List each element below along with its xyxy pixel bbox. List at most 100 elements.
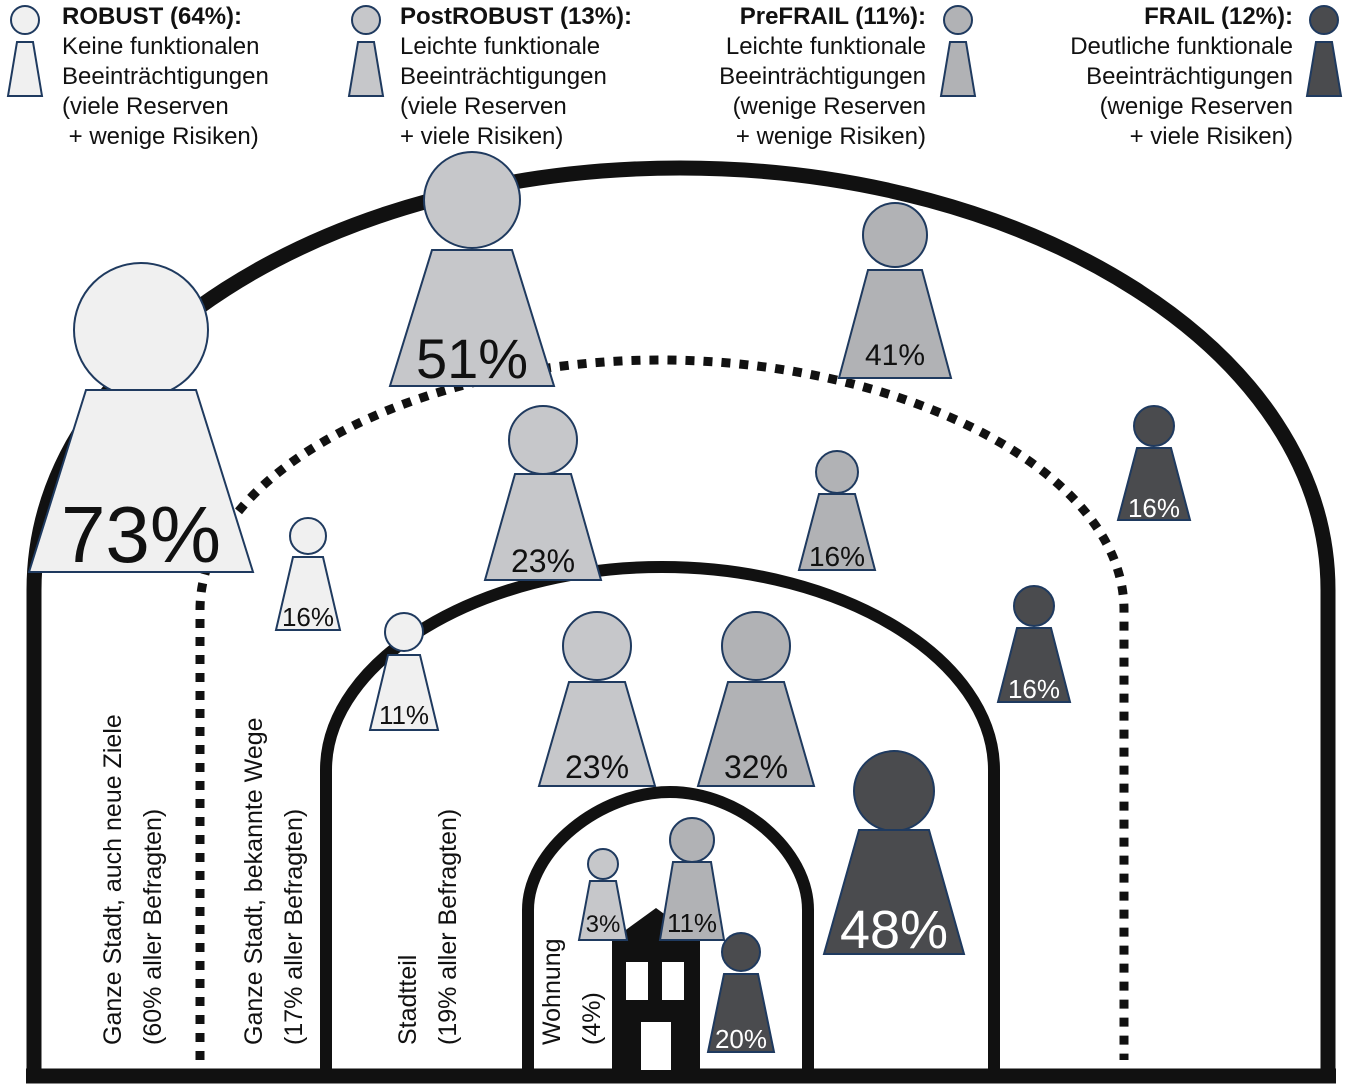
person-body	[1116, 447, 1192, 521]
percentage-label: 3%	[586, 911, 621, 938]
percentage-label: 32%	[724, 749, 788, 785]
person-figure-postrobust: 3%	[577, 848, 629, 941]
legend-frail-line: Deutliche funktionale	[1070, 33, 1293, 60]
person-figure-frail: 48%	[822, 750, 966, 960]
person-head	[508, 405, 578, 475]
legend-prefrail-line: Leichte funktionale	[725, 33, 926, 60]
legend-frail-line: + viele Risiken)	[1129, 123, 1293, 150]
person-body	[837, 269, 953, 379]
percentage-label: 48%	[840, 900, 948, 960]
legend-prefrail: PreFRAIL (11%): Leichte funktionale Beei…	[719, 2, 926, 152]
legend-frail-person-icon	[1305, 5, 1343, 97]
person-figure-robust: 73%	[27, 262, 255, 579]
person-body	[274, 556, 342, 631]
person-head	[1013, 585, 1055, 627]
legend-prefrail-person-icon	[939, 5, 977, 97]
legend-prefrail-line: Beeinträchtigungen	[719, 63, 926, 90]
legend-postrobust-title: PostROBUST (13%):	[400, 3, 633, 30]
house-icon	[612, 908, 700, 1070]
percentage-label: 16%	[809, 541, 865, 572]
person-figure-frail: 20%	[706, 932, 776, 1054]
percentage-label: 16%	[1128, 493, 1180, 523]
person-head	[815, 450, 859, 494]
zone-share-city-new-destinations: (60% aller Befragten)	[139, 809, 167, 1045]
percentage-label: 20%	[715, 1024, 767, 1054]
person-figure-prefrail: 11%	[658, 817, 726, 941]
person-body	[696, 681, 816, 787]
person-head	[423, 151, 521, 249]
person-head	[853, 750, 935, 832]
person-body	[822, 829, 966, 955]
percentage-label: 41%	[865, 339, 925, 372]
legend-prefrail-line: + wenige Risiken)	[735, 123, 926, 150]
person-body	[996, 627, 1072, 703]
person-figure-postrobust: 23%	[537, 611, 657, 787]
person-figure-prefrail: 32%	[696, 611, 816, 787]
home-zone-arc	[522, 785, 814, 1078]
zone-label-city-new-destinations: Ganze Stadt, auch neue Ziele	[99, 714, 127, 1045]
person-body	[537, 681, 657, 787]
person-head	[1133, 405, 1175, 447]
percentage-label: 11%	[667, 908, 717, 938]
person-figure-frail: 16%	[1116, 405, 1192, 523]
person-figure-prefrail: 16%	[797, 450, 877, 572]
legend-postrobust-person-icon	[347, 5, 385, 97]
zone-label-city-known-routes: Ganze Stadt, bekannte Wege	[240, 717, 268, 1045]
percentage-label: 23%	[565, 749, 629, 785]
legend-robust-person-icon	[6, 5, 44, 97]
district-zone-arc	[320, 560, 1000, 1078]
person-figure-postrobust: 23%	[483, 405, 603, 581]
legend-robust: ROBUST (64%): Keine funktionalen Beeintr…	[62, 2, 269, 152]
legend-robust-line: Keine funktionalen	[62, 33, 260, 60]
legend-frail-line: (wenige Reserven	[1099, 93, 1293, 120]
percentage-label: 73%	[61, 490, 221, 579]
person-body	[27, 389, 255, 573]
percentage-label: 11%	[379, 700, 429, 730]
zone-share-home: (4%)	[578, 992, 606, 1045]
percentage-label: 51%	[416, 327, 528, 390]
person-figure-postrobust: 51%	[388, 151, 556, 390]
legend-postrobust-line: (viele Reserven	[400, 93, 567, 120]
legend-robust-line: + wenige Risiken)	[62, 123, 259, 150]
legend-frail-line: Beeinträchtigungen	[1086, 63, 1293, 90]
person-figure-robust: 11%	[368, 612, 440, 731]
zone-share-district: (19% aller Befragten)	[434, 809, 462, 1045]
person-head	[587, 848, 619, 880]
zone-label-home: Wohnung	[538, 938, 566, 1045]
percentage-label: 23%	[511, 543, 575, 579]
person-body	[368, 654, 440, 731]
legend-postrobust-line: Leichte funktionale	[400, 33, 601, 60]
person-body	[388, 249, 556, 387]
legend-frail-title: FRAIL (12%):	[1144, 3, 1293, 30]
person-body	[797, 493, 877, 571]
person-figure-robust: 16%	[274, 517, 342, 632]
person-figure-prefrail: 41%	[837, 202, 953, 379]
person-head	[73, 262, 209, 398]
legend-prefrail-title: PreFRAIL (11%):	[739, 3, 926, 30]
legend-robust-line: (viele Reserven	[62, 93, 229, 120]
known-routes-zone-dotted-arc	[195, 355, 1129, 1060]
legend-frail: FRAIL (12%): Deutliche funktionale Beein…	[1070, 2, 1293, 152]
legend-postrobust: PostROBUST (13%): Leichte funktionale Be…	[400, 2, 632, 152]
percentage-label: 16%	[282, 602, 334, 632]
person-head	[562, 611, 632, 681]
person-head	[721, 611, 791, 681]
person-head	[862, 202, 928, 268]
legend-robust-title: ROBUST (64%):	[62, 3, 243, 30]
zone-label-district: Stadtteil	[394, 955, 422, 1045]
legend-postrobust-line: Beeinträchtigungen	[400, 63, 607, 90]
person-head	[669, 817, 715, 863]
percentage-label: 16%	[1008, 674, 1060, 704]
person-body	[577, 880, 629, 941]
person-head	[289, 517, 327, 555]
legend-postrobust-line: + viele Risiken)	[400, 123, 564, 150]
zone-share-city-known-routes: (17% aller Befragten)	[280, 809, 308, 1045]
person-head	[721, 932, 761, 972]
person-head	[384, 612, 424, 652]
person-body	[483, 473, 603, 581]
person-body	[658, 861, 726, 941]
person-figure-frail: 16%	[996, 585, 1072, 704]
legend-robust-line: Beeinträchtigungen	[62, 63, 269, 90]
legend-prefrail-line: (wenige Reserven	[732, 93, 926, 120]
